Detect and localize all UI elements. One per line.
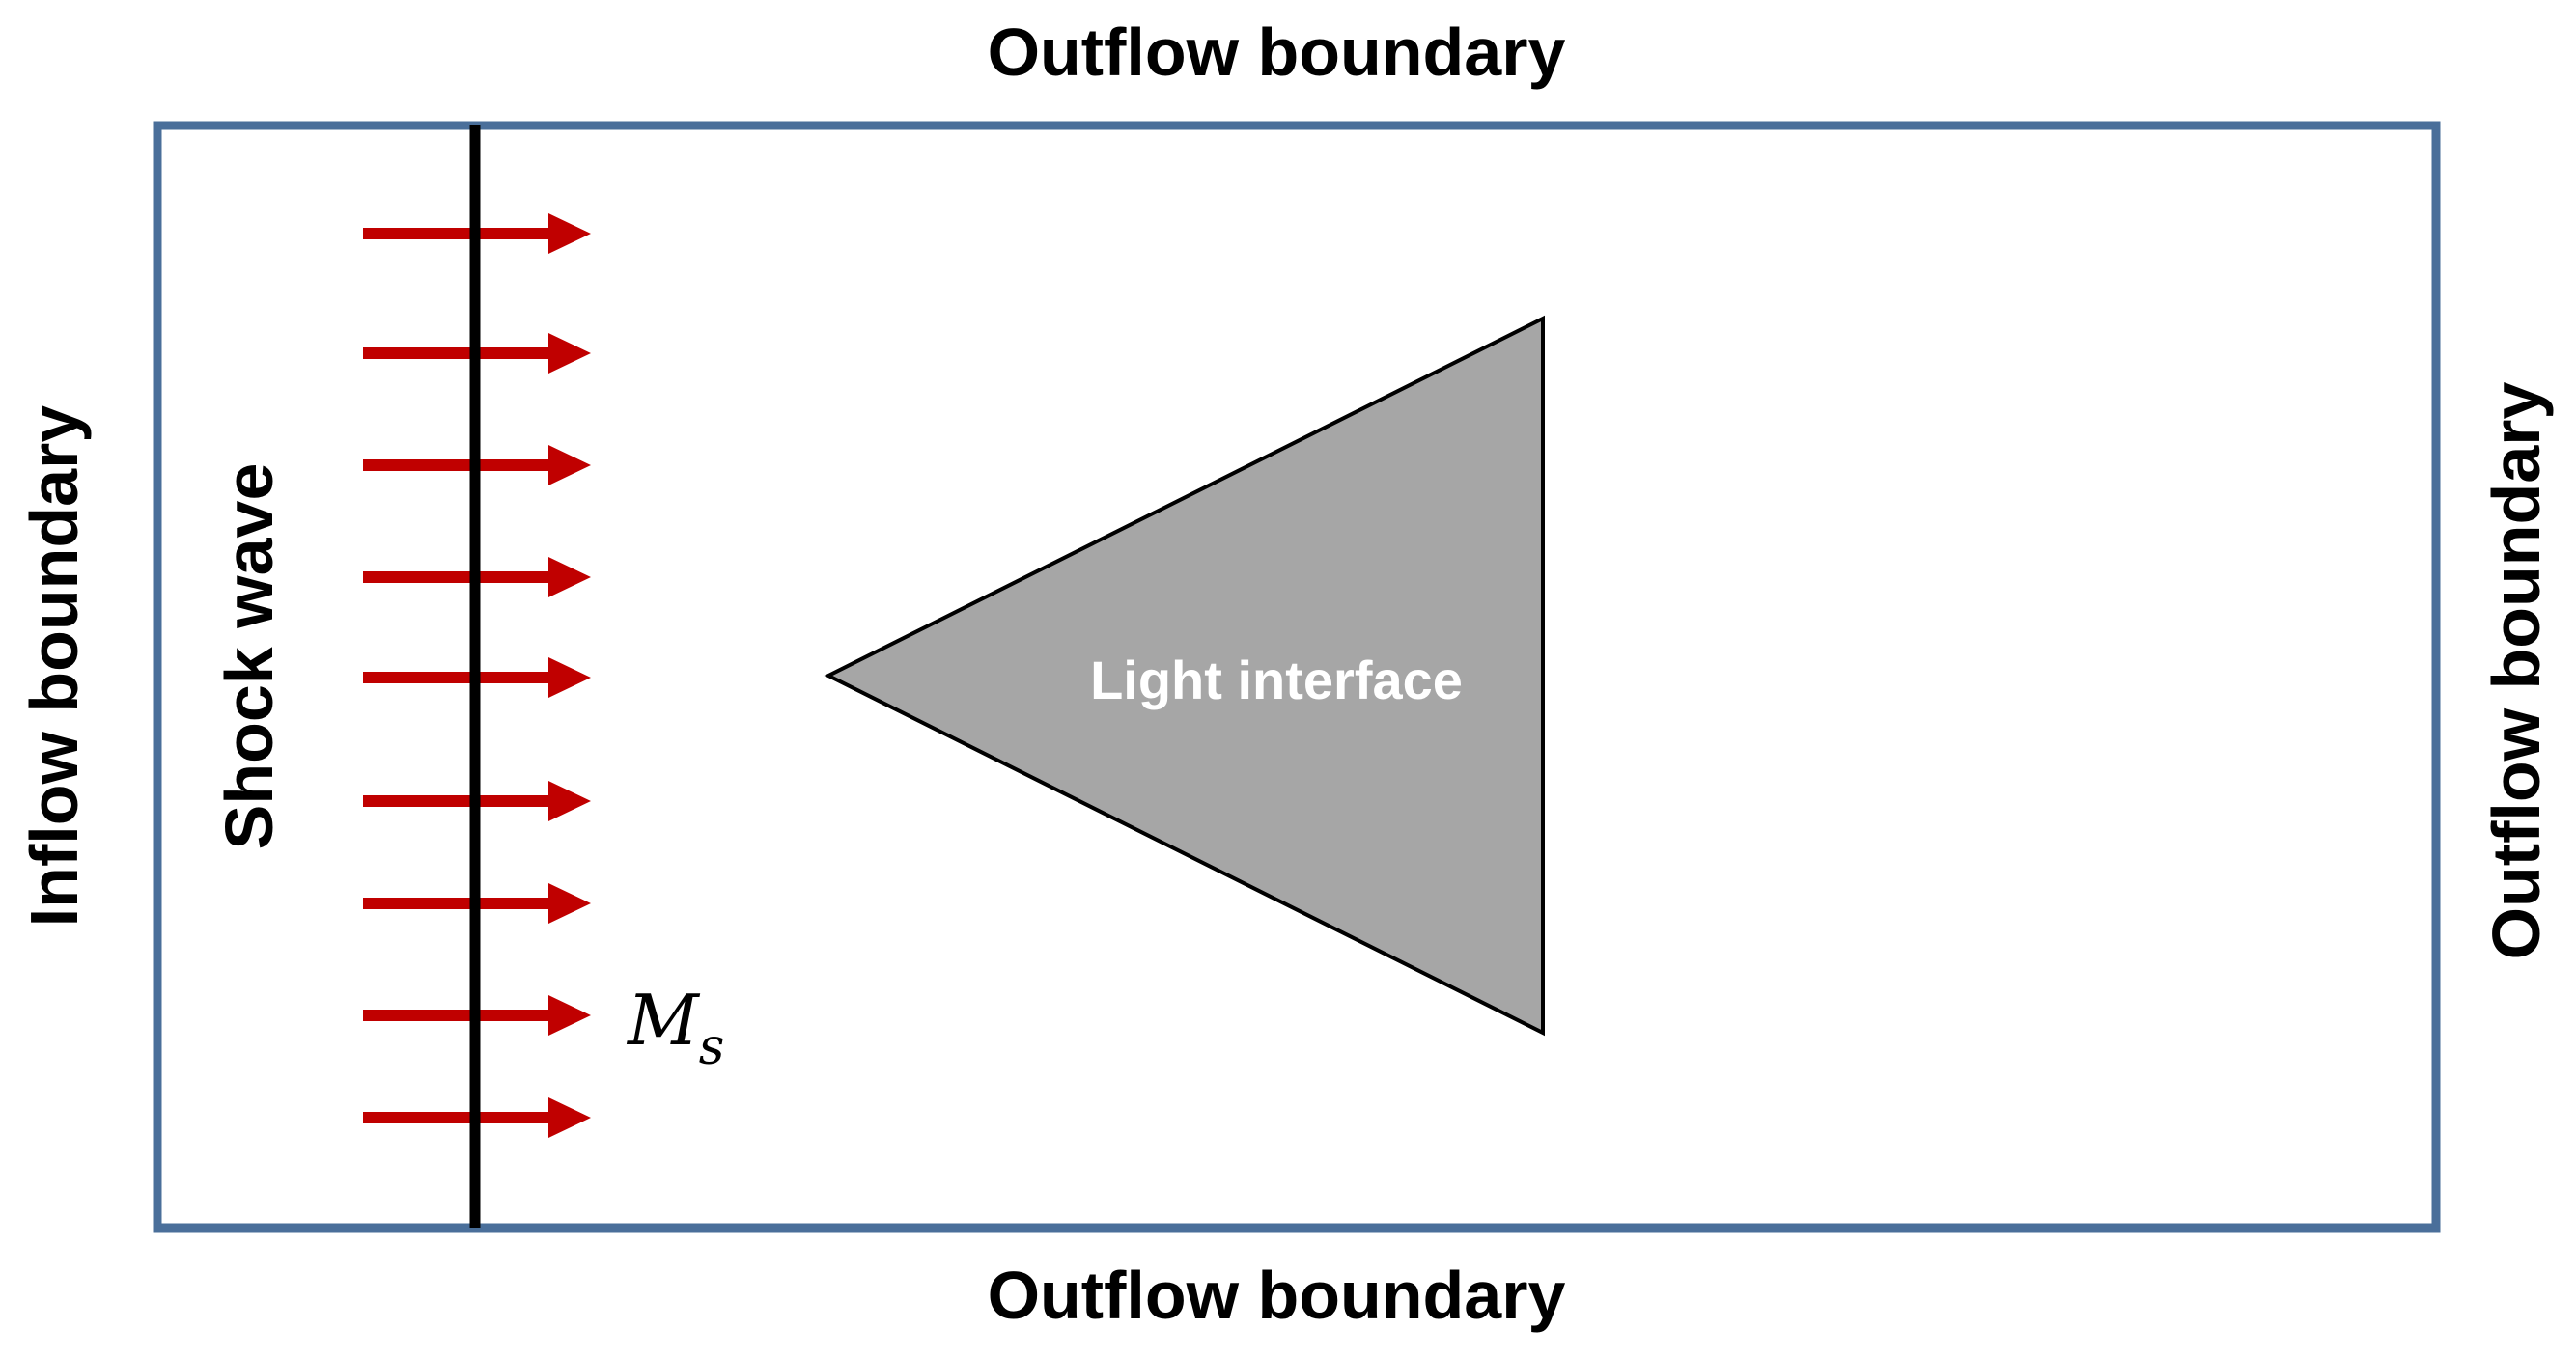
shock-arrows xyxy=(363,213,591,1138)
flow-arrow-head xyxy=(548,781,591,821)
flow-arrow-head xyxy=(548,213,591,254)
computational-domain xyxy=(153,121,2441,1233)
flow-arrow-head xyxy=(548,1097,591,1138)
flow-arrow-head xyxy=(548,557,591,597)
shock-wave-label: Shock wave xyxy=(211,463,287,850)
right-boundary-label: Outflow boundary xyxy=(2478,382,2554,960)
top-boundary-label: Outflow boundary xyxy=(988,14,1566,90)
left-boundary-label: Inflow boundary xyxy=(16,405,92,928)
flow-arrow-head xyxy=(548,657,591,698)
bottom-boundary-label: Outflow boundary xyxy=(988,1258,1566,1333)
mach-subscript: s xyxy=(699,1018,725,1076)
flow-arrow-head xyxy=(548,333,591,374)
flow-arrow-head xyxy=(548,883,591,924)
flow-arrow-head xyxy=(548,445,591,485)
mach-symbol: M xyxy=(626,980,701,1061)
interface-label: Light interface xyxy=(1090,650,1463,710)
mach-number-label: Ms xyxy=(626,980,724,1076)
light-interface-triangle xyxy=(824,315,1545,1037)
flow-arrow-head xyxy=(548,995,591,1036)
